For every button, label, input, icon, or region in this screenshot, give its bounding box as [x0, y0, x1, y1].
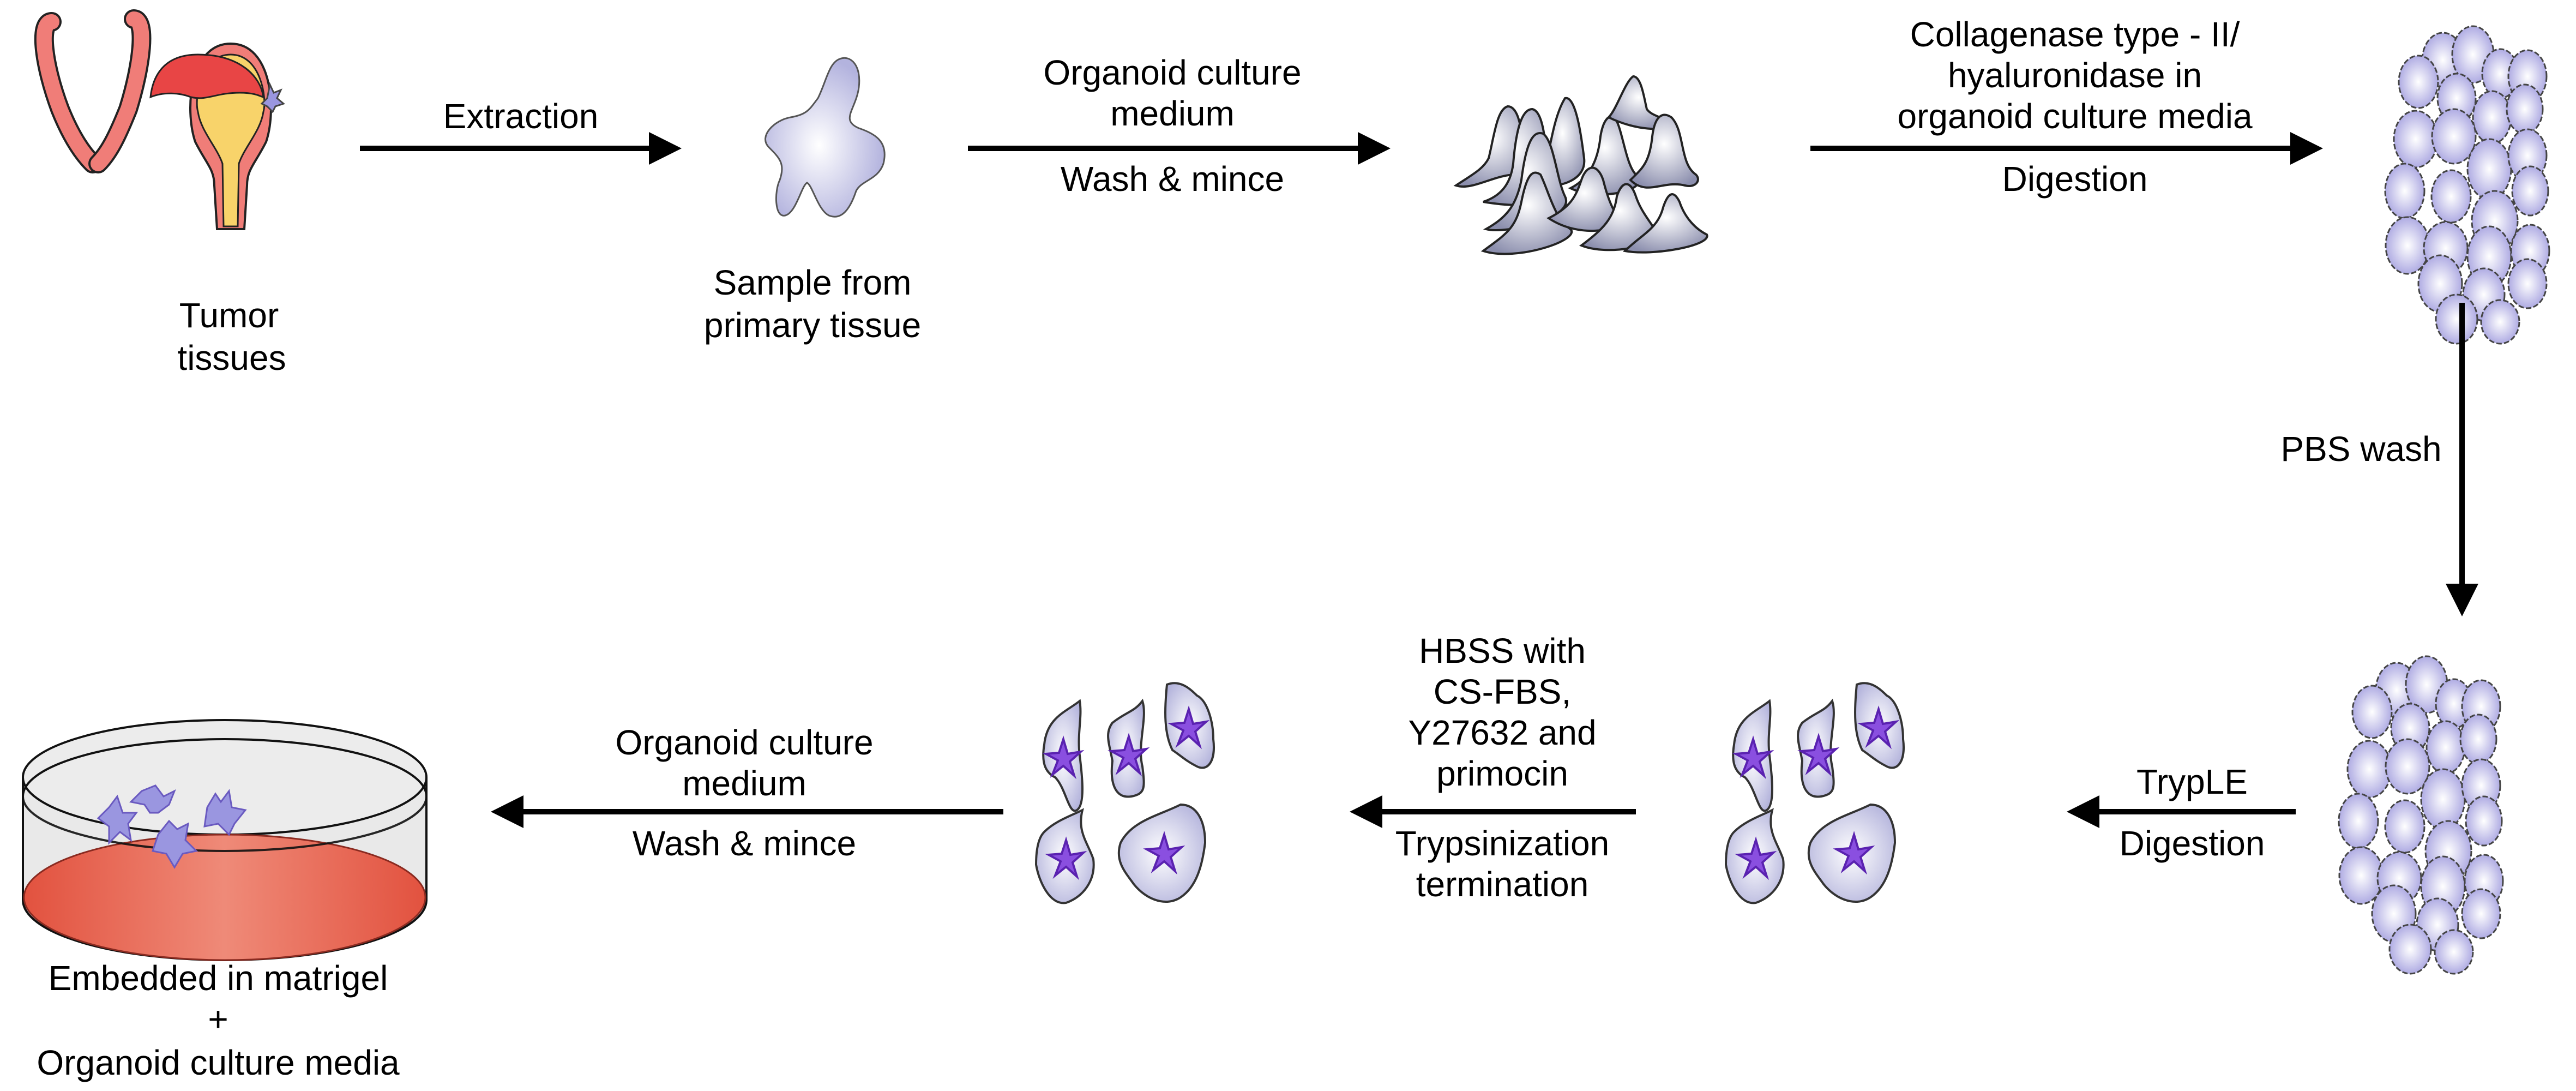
tumor-label-line1: Tumor — [179, 296, 279, 335]
single-cells-icon — [1724, 682, 1905, 904]
extraction-label: Extraction — [443, 97, 599, 136]
cluster-cell — [2384, 163, 2425, 219]
nucleus — [1042, 735, 1085, 780]
cluster-cell — [2388, 924, 2432, 975]
cluster-cell — [2466, 138, 2512, 200]
digestion-1-below: Digestion — [2002, 159, 2148, 199]
cluster-cell — [2465, 795, 2503, 847]
bladder-icon — [34, 9, 286, 230]
nucleus — [1167, 705, 1210, 750]
dish-label-line1: Embedded in matrigel — [49, 958, 388, 998]
tryple-above: TrypLE — [2136, 762, 2248, 801]
cluster-cell — [2461, 888, 2501, 939]
cluster-cell — [2393, 110, 2439, 169]
nucleus — [1045, 836, 1087, 880]
cluster-cell — [2385, 216, 2430, 275]
termination-below-line1: Trypsinization — [1395, 824, 1609, 863]
wash-mince-2-below: Wash & mince — [633, 824, 856, 863]
sample-label-line2: primary tissue — [704, 305, 921, 345]
dish-label-line3: Organoid culture media — [37, 1043, 400, 1082]
tryple-below: Digestion — [2120, 824, 2265, 863]
cell-cluster-icon — [2338, 655, 2504, 975]
pbs-wash-label: PBS wash — [2280, 429, 2441, 469]
wash-mince-1-above-line2: medium — [1110, 94, 1235, 133]
cluster-cell — [2431, 108, 2477, 165]
cluster-cell — [2430, 169, 2472, 224]
termination-below-line2: termination — [1416, 865, 1589, 904]
cluster-cell — [2338, 793, 2379, 849]
tissue-sample-icon — [765, 57, 886, 218]
tumor-label-line2: tissues — [177, 338, 286, 377]
sample-label-line1: Sample from — [714, 263, 912, 302]
nucleus — [1833, 831, 1875, 875]
nucleus — [1857, 705, 1900, 750]
cluster-cell — [2398, 55, 2439, 109]
wash-mince-2-above-line1: Organoid culture — [615, 723, 873, 762]
nucleus — [1797, 733, 1840, 777]
cluster-cell — [2351, 685, 2393, 739]
termination-above-line2: CS-FBS, — [1434, 672, 1571, 711]
cluster-cell — [2420, 768, 2466, 830]
wash-mince-2-above-line2: medium — [682, 764, 806, 803]
termination-above-line3: Y27632 and — [1408, 713, 1596, 752]
digestion-1-above-line3: organoid culture media — [1897, 97, 2252, 136]
nucleus — [1143, 831, 1185, 875]
cell-cluster-icon — [2384, 25, 2550, 345]
cluster-cell — [2435, 293, 2478, 345]
wash-mince-1-above-line1: Organoid culture — [1043, 53, 1301, 92]
cluster-cell — [2507, 258, 2548, 309]
cluster-cell — [2425, 720, 2466, 775]
cluster-cell — [2346, 740, 2392, 799]
cluster-cell — [2385, 738, 2430, 795]
wash-mince-1-below: Wash & mince — [1061, 159, 1284, 199]
termination-above-line4: primocin — [1436, 754, 1568, 793]
minced-cells-icon — [1453, 75, 1708, 255]
nucleus — [1735, 836, 1777, 880]
nucleus — [1108, 733, 1150, 777]
single-cells-icon — [1034, 682, 1215, 904]
cluster-cell — [2472, 90, 2512, 145]
cluster-cell — [2480, 299, 2520, 345]
cluster-cell — [2434, 929, 2474, 975]
dish-label-line2: + — [208, 999, 228, 1039]
cluster-cell — [2506, 83, 2544, 135]
digestion-1-above-line1: Collagenase type - II/ — [1910, 15, 2240, 54]
termination-above-line1: HBSS with — [1419, 631, 1586, 670]
digestion-1-above-line2: hyaluronidase in — [1948, 56, 2202, 95]
cluster-cell — [2511, 165, 2549, 217]
nucleus — [1732, 735, 1774, 780]
culture-dish-icon — [22, 719, 428, 961]
cluster-cell — [2338, 846, 2384, 905]
cluster-cell — [2459, 714, 2497, 765]
cluster-cell — [2384, 799, 2425, 854]
